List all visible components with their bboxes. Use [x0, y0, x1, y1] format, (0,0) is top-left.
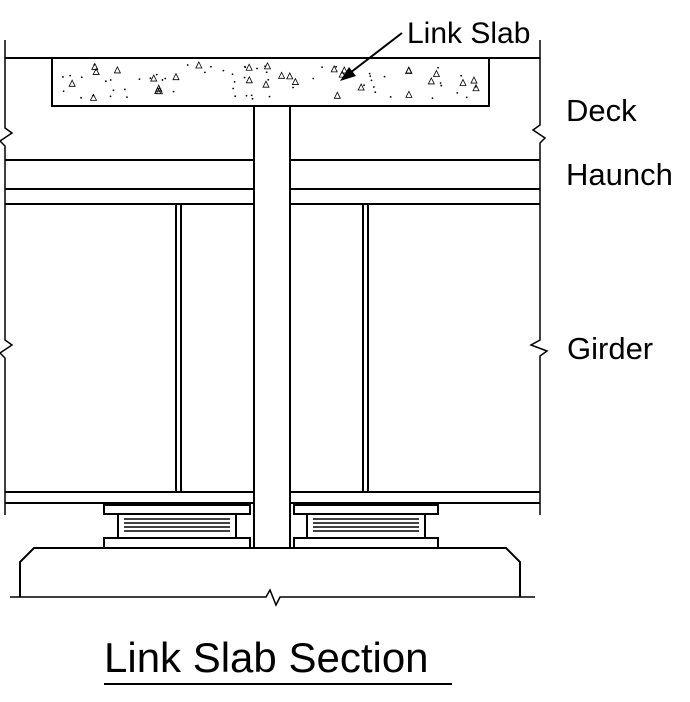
- girder-label: Girder: [567, 331, 653, 366]
- link-slab-label: Link Slab: [407, 17, 530, 50]
- haunch-label: Haunch: [566, 157, 673, 192]
- pier-cap: [10, 547, 535, 607]
- right-girder-stiffener: [362, 204, 369, 492]
- left-girder-stiffener: [175, 204, 182, 492]
- link-slab: [51, 57, 490, 107]
- left-break-line: [0, 40, 14, 515]
- deck-label: Deck: [566, 93, 637, 128]
- link-slab-callout-arrow: [340, 32, 403, 81]
- concrete-hatch: [62, 61, 480, 101]
- right-break-line: [529, 40, 549, 515]
- right-bearing: [293, 504, 439, 549]
- left-bearing: [103, 504, 251, 549]
- diagram-title: Link Slab Section: [104, 634, 429, 681]
